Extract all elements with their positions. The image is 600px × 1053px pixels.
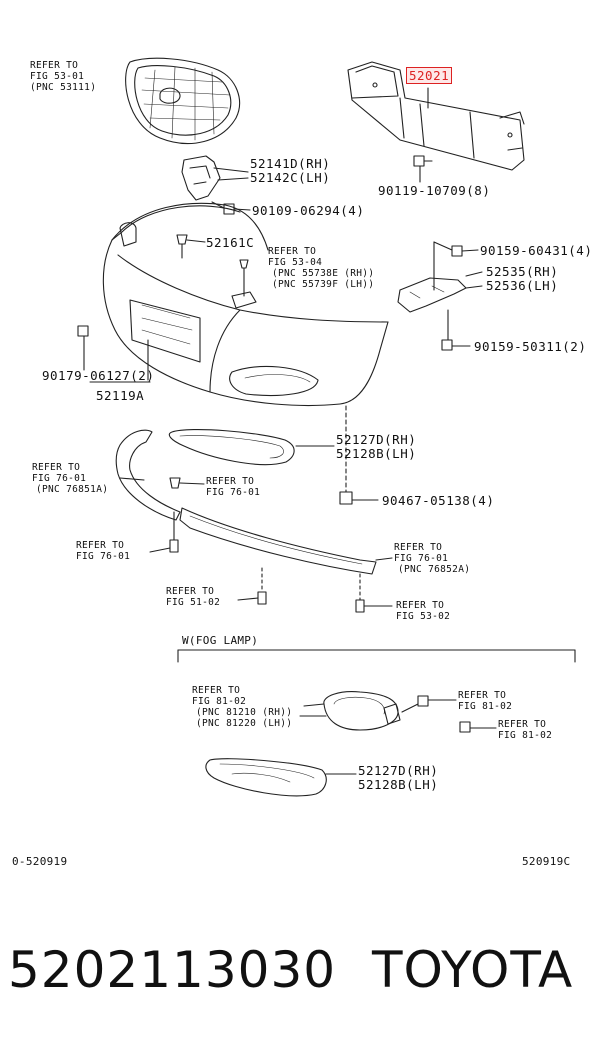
refer-fig-76-01-b: REFER TO FIG 76-01 — [206, 476, 260, 498]
left-spoiler-drawing — [115, 429, 181, 521]
refer-fig-76-01-a: REFER TO FIG 76-01 (PNC 76851A) — [32, 462, 108, 495]
fig-text: FIG 76-01 — [394, 553, 449, 564]
radiator-grille-drawing — [125, 57, 241, 145]
refer-text: REFER TO — [30, 60, 79, 71]
refer-fig-53-02: REFER TO FIG 53-02 — [396, 600, 450, 622]
refer-text: REFER TO — [32, 462, 81, 473]
fog-lamp-drawing — [299, 691, 401, 731]
pnc-text: (PNC 81220 (LH)) — [196, 718, 293, 729]
footer-right-code: 520919C — [522, 855, 571, 868]
part-90159-60431-label[interactable]: 90159-60431(4) — [480, 243, 593, 258]
part-52536-label[interactable]: 52536(LH) — [486, 278, 559, 293]
part-52021-label[interactable]: 52021 — [406, 67, 453, 84]
caption-brand: TOYOTA — [372, 941, 574, 999]
bumper-reinforcement-drawing — [347, 61, 525, 171]
part-90179-label[interactable]: 90179-06127(2) — [42, 368, 155, 383]
refer-text: REFER TO — [498, 719, 547, 730]
part-52127d-lower-label[interactable]: 52127D(RH) — [358, 763, 439, 778]
part-90119-label[interactable]: 90119-10709(8) — [378, 183, 491, 198]
part-52128b-lower-label[interactable]: 52128B(LH) — [358, 777, 439, 792]
part-52142c-label[interactable]: 52142C(LH) — [250, 170, 331, 185]
fig-text: FIG 51-02 — [166, 597, 221, 608]
part-52141d-label[interactable]: 52141D(RH) — [250, 156, 331, 171]
bumper-bracket-drawing — [181, 155, 221, 201]
fig-text: FIG 53-02 — [396, 611, 451, 622]
footer-left-code: 0-520919 — [12, 855, 68, 868]
refer-fig-81-02-c: REFER TO FIG 81-02 — [498, 719, 552, 741]
refer-text: REFER TO — [166, 586, 215, 597]
fig-text: FIG 81-02 — [498, 730, 553, 741]
part-52119a-label[interactable]: 52119A — [96, 388, 145, 403]
highlighted-part-number[interactable]: 52021 — [406, 67, 453, 84]
refer-text: REFER TO — [394, 542, 443, 553]
fig-text: FIG 81-02 — [192, 696, 247, 707]
fig-text: FIG 76-01 — [206, 487, 261, 498]
caption-part-number: 5202113030 — [8, 941, 337, 999]
front-spoiler-drawing — [179, 507, 377, 575]
bumper-retainer-drawing — [397, 277, 467, 313]
pnc-text: (PNC 76852A) — [398, 564, 471, 575]
refer-fig-76-01-d: REFER TO FIG 76-01 (PNC 76852A) — [394, 542, 470, 575]
refer-text: REFER TO — [206, 476, 255, 487]
refer-fig-51-02: REFER TO FIG 51-02 — [166, 586, 220, 608]
refer-fig-53-04: REFER TO FIG 53-04 (PNC 55738E (RH)) (PN… — [268, 246, 374, 290]
pnc-text: (PNC 81210 (RH)) — [196, 707, 293, 718]
refer-text: REFER TO — [458, 690, 507, 701]
fig-text: FIG 76-01 — [32, 473, 87, 484]
refer-fig-81-02-b: REFER TO FIG 81-02 — [458, 690, 512, 712]
part-52127d-label[interactable]: 52127D(RH) — [336, 432, 417, 447]
part-90109-label[interactable]: 90109-06294(4) — [252, 203, 365, 218]
refer-fig-76-01-c: REFER TO FIG 76-01 — [76, 540, 130, 562]
front-bumper-cover-drawing — [102, 202, 389, 407]
fog-lamp-cover-drawing — [168, 429, 295, 466]
pnc-text: (PNC 76851A) — [36, 484, 109, 495]
refer-grille: REFER TO FIG 53-01 (PNC 53111) — [30, 60, 96, 93]
refer-text: REFER TO — [396, 600, 445, 611]
fog-lamp-section-title: W(FOG LAMP) — [182, 634, 259, 647]
pnc-text: (PNC 55738E (RH)) — [272, 268, 375, 279]
fig-text: FIG 53-04 — [268, 257, 323, 268]
fig-text: FIG 76-01 — [76, 551, 131, 562]
refer-fig-81-02-a: REFER TO FIG 81-02 (PNC 81210 (RH)) (PNC… — [192, 685, 292, 729]
part-90159-50311-label[interactable]: 90159-50311(2) — [474, 339, 587, 354]
fog-lamp-cover-lower-drawing — [205, 758, 327, 797]
part-52161c-label[interactable]: 52161C — [206, 235, 255, 250]
refer-text: REFER TO — [192, 685, 241, 696]
part-52128b-label[interactable]: 52128B(LH) — [336, 446, 417, 461]
part-52535-label[interactable]: 52535(RH) — [486, 264, 559, 279]
part-90467-label[interactable]: 90467-05138(4) — [382, 493, 495, 508]
pnc-text: (PNC 55739F (LH)) — [272, 279, 375, 290]
fig-text: FIG 81-02 — [458, 701, 513, 712]
pnc-text: (PNC 53111) — [30, 82, 97, 93]
refer-text: REFER TO — [76, 540, 125, 551]
fig-text: FIG 53-01 — [30, 71, 85, 82]
refer-text: REFER TO — [268, 246, 317, 257]
